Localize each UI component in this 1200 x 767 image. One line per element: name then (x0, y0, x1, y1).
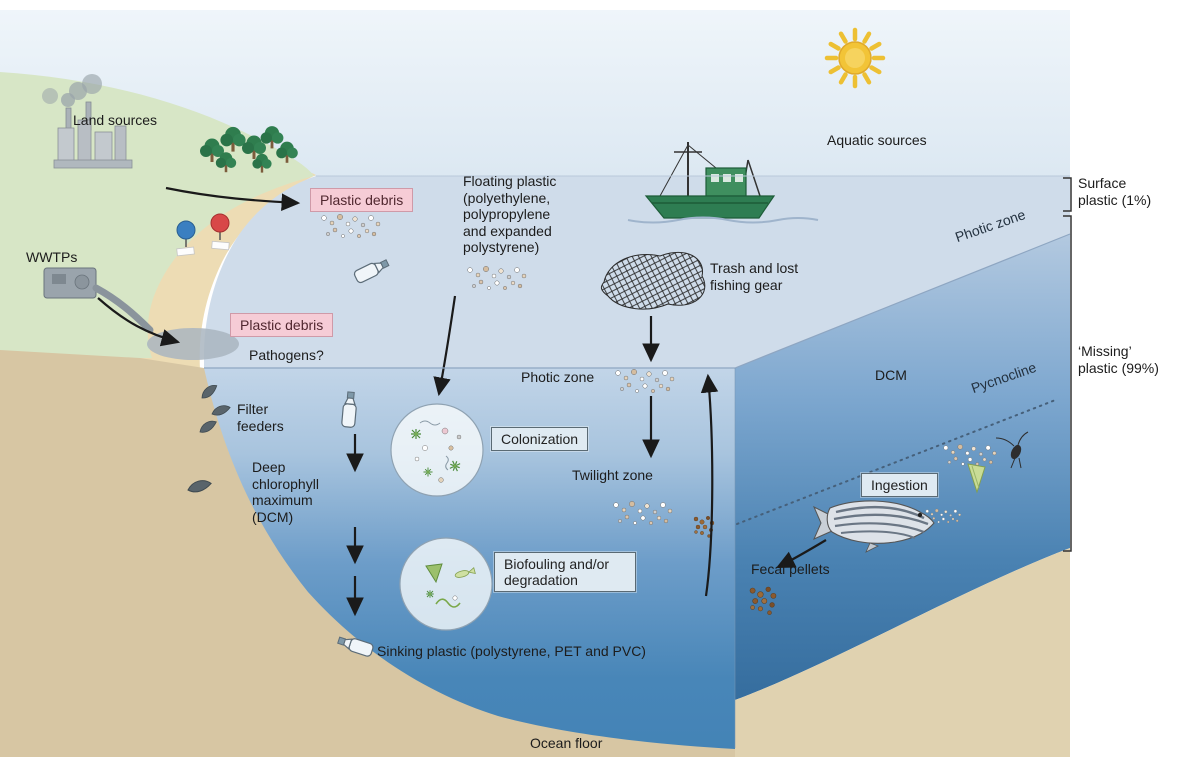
plastic-debris-box-1: Plastic debris (310, 188, 414, 212)
arrow-fish-to-pellets (776, 539, 827, 568)
wwtp-icon (43, 267, 154, 334)
fishing-boat-icon (627, 142, 819, 224)
label-surface-plastic: Surface plastic (1%) (1078, 175, 1152, 208)
label-wwtps: WWTPs (26, 249, 78, 265)
biofouling-box: Biofouling and/or degradation (494, 552, 636, 592)
colonization-circle (390, 403, 484, 497)
label-filter-feeders: Filter feeders (237, 401, 284, 434)
arrow-floating-to-colonization (433, 295, 457, 397)
flow-arrows (97, 186, 827, 617)
copepod-icon (995, 431, 1029, 469)
label-trash-gear: Trash and lost fishing gear (710, 260, 799, 293)
biofouling-circle (399, 537, 493, 631)
surface-plastic-bracket (1063, 177, 1072, 212)
label-missing-plastic: ‘Missing’ plastic (99%) (1078, 343, 1159, 376)
plastic-debris-box-2: Plastic debris (230, 313, 334, 337)
label-dcm-left: Deep chlorophyll maximum (DCM) (252, 459, 319, 525)
label-photic-zone-front: Photic zone (521, 369, 595, 385)
pycnocline-line (736, 398, 1059, 525)
ocean-right-face (735, 234, 1070, 700)
label-dcm-right: DCM (875, 367, 907, 383)
outfall-plume (147, 328, 239, 360)
label-ocean-floor: Ocean floor (530, 735, 603, 751)
sun-icon (824, 27, 886, 89)
factory-icon (42, 74, 133, 169)
fishing-net-icon (600, 251, 706, 310)
fish-icon (812, 500, 935, 553)
beach (133, 168, 316, 370)
seafloor-front (0, 350, 735, 757)
label-pathogens: Pathogens? (249, 347, 324, 363)
beach-umbrellas-icon (176, 213, 230, 257)
label-aquatic-sources: Aquatic sources (827, 132, 927, 148)
pteropod-icon (967, 463, 986, 494)
label-floating-plastic: Floating plastic (polyethylene, polyprop… (463, 173, 557, 256)
label-sinking-plastic: Sinking plastic (polystyrene, PET and PV… (377, 643, 646, 659)
label-twilight-zone: Twilight zone (572, 467, 653, 483)
ingestion-box: Ingestion (861, 473, 938, 497)
arrow-land-to-debris (165, 186, 301, 211)
missing-plastic-bracket (1063, 215, 1072, 552)
label-land-sources: Land sources (73, 112, 158, 128)
label-fecal-pellets: Fecal pellets (751, 561, 830, 577)
seafloor-right (735, 548, 1070, 757)
arrow-upwelling (700, 373, 719, 597)
colonization-box: Colonization (491, 427, 589, 451)
arrow-wwtp-to-shore (97, 297, 181, 347)
